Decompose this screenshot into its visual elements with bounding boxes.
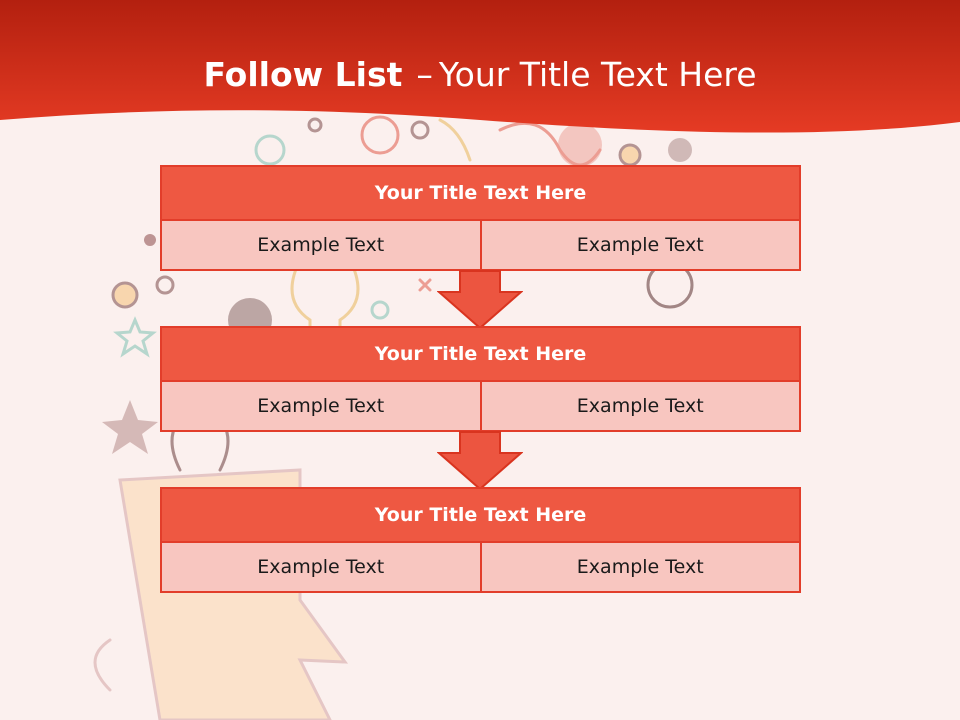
block-row: Example Text Example Text <box>160 382 801 432</box>
slide-title: Follow List–Your Title Text Here <box>0 52 960 98</box>
list-block-3: Your Title Text Here Example Text Exampl… <box>160 487 801 593</box>
block-title: Your Title Text Here <box>160 165 801 221</box>
block-row: Example Text Example Text <box>160 543 801 593</box>
block-cell-left: Example Text <box>160 382 482 432</box>
down-arrow-icon <box>437 270 523 330</box>
slide-title-dash: – <box>416 55 433 94</box>
down-arrow-icon <box>437 431 523 491</box>
block-cell-right: Example Text <box>481 543 801 593</box>
slide-title-rest: Your Title Text Here <box>438 55 757 94</box>
header-banner <box>0 0 960 133</box>
block-cell-right: Example Text <box>481 221 801 271</box>
block-row: Example Text Example Text <box>160 221 801 271</box>
block-cell-right: Example Text <box>481 382 801 432</box>
block-title: Your Title Text Here <box>160 487 801 543</box>
list-block-2: Your Title Text Here Example Text Exampl… <box>160 326 801 432</box>
block-title: Your Title Text Here <box>160 326 801 382</box>
list-block-1: Your Title Text Here Example Text Exampl… <box>160 165 801 271</box>
block-cell-left: Example Text <box>160 543 482 593</box>
slide-title-bold: Follow List <box>203 55 403 94</box>
block-cell-left: Example Text <box>160 221 482 271</box>
